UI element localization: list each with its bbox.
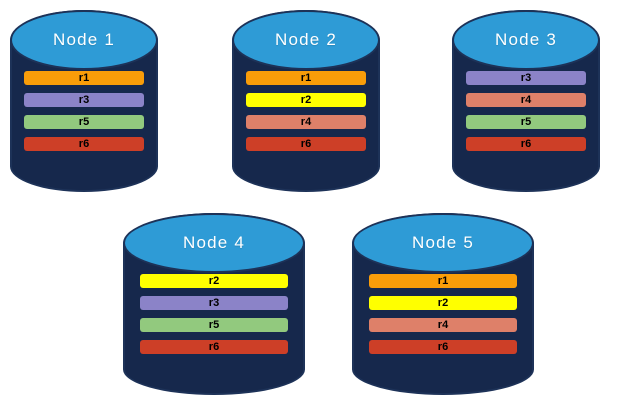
node-label: Node 4 [182, 233, 246, 253]
replica-bar-r3[interactable]: r3 [140, 296, 288, 310]
replica-bar-r1[interactable]: r1 [369, 274, 517, 288]
replica-bar-r6[interactable]: r6 [246, 137, 366, 151]
node-label: Node 1 [52, 30, 116, 50]
replica-list: r3 r4 r5 r6 [452, 71, 600, 151]
cylinder-top-ellipse [232, 10, 380, 71]
replica-bar-r4[interactable]: r4 [466, 93, 586, 107]
replica-bar-r6[interactable]: r6 [140, 340, 288, 354]
cylinder-top-ellipse [452, 10, 600, 71]
replica-bar-r1[interactable]: r1 [24, 71, 144, 85]
replica-bar-r2[interactable]: r2 [246, 93, 366, 107]
node-label: Node 3 [494, 30, 558, 50]
replica-bar-r5[interactable]: r5 [140, 318, 288, 332]
replica-bar-r4[interactable]: r4 [246, 115, 366, 129]
replica-list: r1 r3 r5 r6 [10, 71, 158, 151]
replica-bar-r3[interactable]: r3 [466, 71, 586, 85]
cylinder-top-ellipse [123, 213, 305, 274]
node-4[interactable]: Node 4 r2 r3 r5 r6 [123, 213, 305, 395]
node-2[interactable]: Node 2 r1 r2 r4 r6 [232, 10, 380, 192]
replica-bar-r2[interactable]: r2 [140, 274, 288, 288]
replica-bar-r3[interactable]: r3 [24, 93, 144, 107]
replica-bar-r2[interactable]: r2 [369, 296, 517, 310]
replica-list: r1 r2 r4 r6 [232, 71, 380, 151]
replica-bar-r5[interactable]: r5 [466, 115, 586, 129]
replica-bar-r1[interactable]: r1 [246, 71, 366, 85]
cylinder-top-ellipse [10, 10, 158, 71]
node-5[interactable]: Node 5 r1 r2 r4 r6 [352, 213, 534, 395]
node-label: Node 5 [411, 233, 475, 253]
replica-bar-r6[interactable]: r6 [369, 340, 517, 354]
replica-bar-r6[interactable]: r6 [24, 137, 144, 151]
node-3[interactable]: Node 3 r3 r4 r5 r6 [452, 10, 600, 192]
cylinder-top-ellipse [352, 213, 534, 274]
node-1[interactable]: Node 1 r1 r3 r5 r6 [10, 10, 158, 192]
replica-bar-r4[interactable]: r4 [369, 318, 517, 332]
replica-list: r1 r2 r4 r6 [352, 274, 534, 354]
replica-list: r2 r3 r5 r6 [123, 274, 305, 354]
replica-bar-r5[interactable]: r5 [24, 115, 144, 129]
node-label: Node 2 [274, 30, 338, 50]
replica-bar-r6[interactable]: r6 [466, 137, 586, 151]
